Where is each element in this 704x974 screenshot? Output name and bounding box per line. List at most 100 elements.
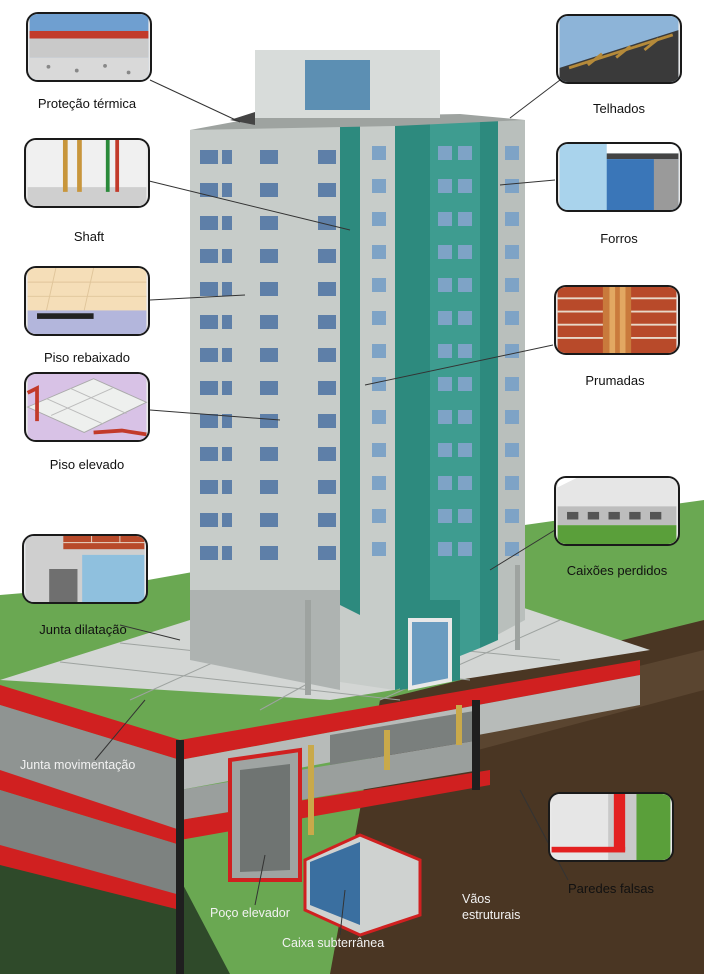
window (458, 311, 472, 325)
window (318, 546, 336, 560)
window (222, 315, 232, 329)
window (200, 249, 218, 263)
window (372, 443, 386, 457)
window (505, 212, 519, 226)
window (260, 546, 278, 560)
window (505, 476, 519, 490)
window (200, 447, 218, 461)
window (438, 410, 452, 424)
window (372, 311, 386, 325)
window (438, 245, 452, 259)
window (505, 344, 519, 358)
window (438, 212, 452, 226)
window (200, 348, 218, 362)
window (458, 212, 472, 226)
window (505, 179, 519, 193)
window (458, 509, 472, 523)
window (458, 542, 472, 556)
label-shaft: Shaft (14, 229, 164, 244)
window (458, 245, 472, 259)
thumb-prumadas (554, 285, 680, 355)
window (372, 179, 386, 193)
window (438, 377, 452, 391)
window (222, 282, 232, 296)
window (222, 480, 232, 494)
window (372, 377, 386, 391)
window (505, 278, 519, 292)
label-estruturais: estruturais (462, 908, 520, 922)
label-prumadas: Prumadas (540, 373, 690, 388)
window (318, 315, 336, 329)
window (222, 150, 232, 164)
thumb-forros (556, 142, 682, 212)
window (458, 377, 472, 391)
window (200, 150, 218, 164)
window (318, 249, 336, 263)
window (200, 183, 218, 197)
window (438, 509, 452, 523)
thumb-piso-elevado (24, 372, 150, 442)
window (222, 381, 232, 395)
window (458, 410, 472, 424)
window (438, 146, 452, 160)
window (222, 183, 232, 197)
label-telhados: Telhados (544, 101, 694, 116)
window (222, 216, 232, 230)
window (458, 179, 472, 193)
window (505, 146, 519, 160)
window (438, 443, 452, 457)
window (505, 509, 519, 523)
label-piso-rebaixado: Piso rebaixado (12, 350, 162, 365)
window (438, 344, 452, 358)
window (222, 447, 232, 461)
window (505, 245, 519, 259)
window (200, 216, 218, 230)
window (505, 410, 519, 424)
window (200, 381, 218, 395)
window (260, 282, 278, 296)
window (260, 447, 278, 461)
window (372, 146, 386, 160)
window (438, 311, 452, 325)
window (222, 546, 232, 560)
label-caixa-subterranea: Caixa subterrânea (282, 936, 384, 950)
thumb-caixoes-perdidos (554, 476, 680, 546)
window (438, 476, 452, 490)
window (200, 315, 218, 329)
window (260, 381, 278, 395)
window (260, 480, 278, 494)
thumb-protecao-termica (26, 12, 152, 82)
window (260, 216, 278, 230)
window (200, 513, 218, 527)
label-piso-elevado: Piso elevado (12, 457, 162, 472)
window (372, 509, 386, 523)
window (200, 480, 218, 494)
window (458, 344, 472, 358)
label-junta-movimentacao: Junta movimentação (20, 758, 135, 772)
window (318, 513, 336, 527)
window (318, 183, 336, 197)
window (222, 348, 232, 362)
thumb-paredes-falsas (548, 792, 674, 862)
label-junta-dilatacao: Junta dilatação (8, 622, 158, 637)
window (318, 447, 336, 461)
window (318, 282, 336, 296)
window (438, 179, 452, 193)
window (260, 150, 278, 164)
window (260, 183, 278, 197)
label-vaos: Vãos (462, 892, 491, 906)
window (372, 476, 386, 490)
window (200, 546, 218, 560)
thumb-piso-rebaixado (24, 266, 150, 336)
window (372, 245, 386, 259)
window (372, 542, 386, 556)
window (372, 344, 386, 358)
window (458, 146, 472, 160)
window (438, 542, 452, 556)
label-paredes-falsas: Paredes falsas (536, 881, 686, 896)
window (318, 150, 336, 164)
thumb-shaft (24, 138, 150, 208)
window (372, 278, 386, 292)
window (458, 443, 472, 457)
window (222, 513, 232, 527)
